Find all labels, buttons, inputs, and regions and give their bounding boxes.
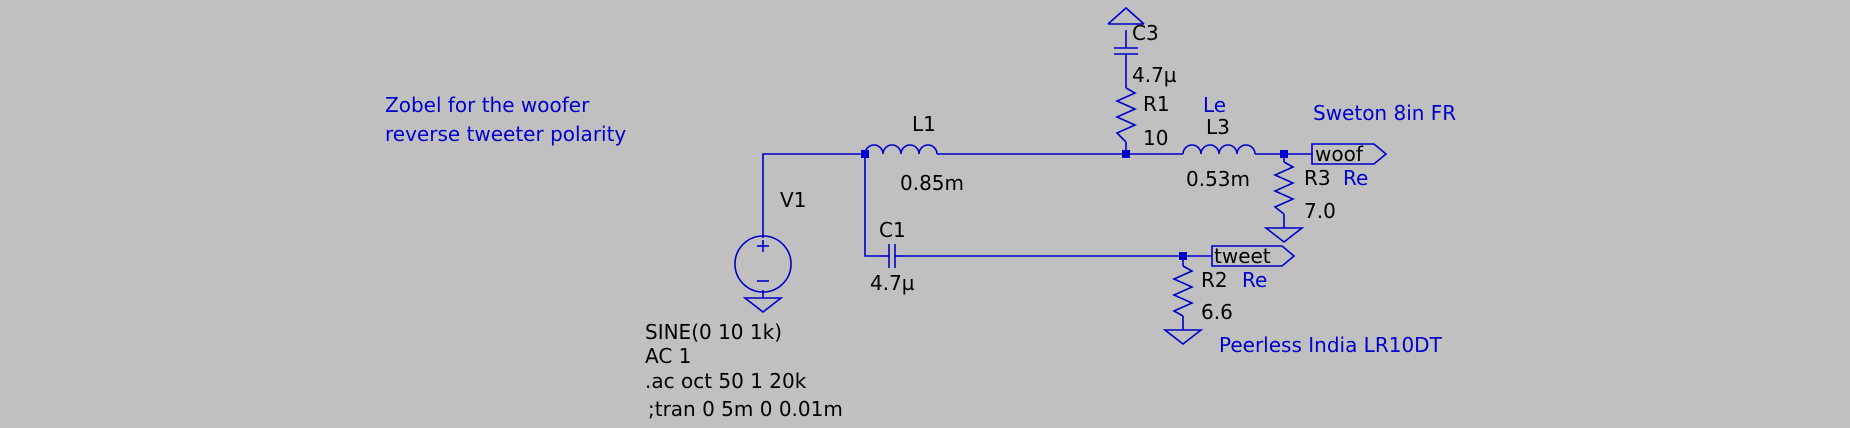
- ground-c3: [1107, 6, 1145, 25]
- comment-zobel: Zobel for the woofer: [385, 93, 590, 117]
- r3-value: 7.0: [1304, 199, 1336, 223]
- r1-value: 10: [1143, 126, 1168, 150]
- capacitor-c3[interactable]: [1114, 30, 1138, 58]
- directive-sine: SINE(0 10 1k): [645, 320, 782, 344]
- l1-value: 0.85m: [900, 171, 964, 195]
- ground-r3-icon: [1263, 227, 1305, 244]
- v1-circle: [734, 235, 792, 293]
- flag-tweet-text: tweet: [1214, 244, 1271, 268]
- flag-tweet[interactable]: tweet: [1211, 244, 1296, 268]
- ground-c3-arrow-icon: [1107, 6, 1145, 25]
- r3-name: R3: [1304, 166, 1331, 190]
- junction-r2: [1179, 252, 1187, 260]
- c1-name: C1: [879, 218, 906, 242]
- inductor-l3[interactable]: [1182, 144, 1256, 155]
- inductor-l3-coil: [1182, 144, 1256, 155]
- r1-name: R1: [1143, 92, 1170, 116]
- ground-v1-icon: [742, 297, 784, 314]
- capacitor-c1[interactable]: [883, 244, 901, 268]
- l1-name: L1: [912, 112, 936, 136]
- resistor-r2[interactable]: [1172, 265, 1194, 317]
- r2-name: R2: [1201, 268, 1228, 292]
- ground-v1: [742, 297, 784, 314]
- inductor-l1-coil: [864, 144, 938, 155]
- r3-zigzag: [1273, 161, 1295, 215]
- directive-ac-analysis[interactable]: .ac oct 50 1 20k: [645, 369, 807, 393]
- resistor-r3[interactable]: [1273, 161, 1295, 215]
- driver-woofer-label: Sweton 8in FR: [1313, 101, 1456, 125]
- junction-r3: [1280, 150, 1288, 158]
- voltage-source-v1[interactable]: [734, 235, 792, 293]
- comment-polarity: reverse tweeter polarity: [385, 122, 626, 146]
- c3-value: 4.7µ: [1132, 63, 1177, 87]
- flag-tweet-shape: [1211, 245, 1296, 267]
- r2-value: 6.6: [1201, 300, 1233, 324]
- l3-label: Le: [1203, 93, 1226, 117]
- r1-zigzag: [1115, 87, 1137, 143]
- r2-label: Re: [1242, 268, 1267, 292]
- directive-tran[interactable]: ;tran 0 5m 0 0.01m: [648, 397, 843, 421]
- ground-r3: [1263, 227, 1305, 244]
- flag-woof[interactable]: woof: [1311, 142, 1388, 166]
- directive-ac: AC 1: [645, 344, 691, 368]
- ground-r2-icon: [1162, 329, 1204, 346]
- flag-woof-text: woof: [1315, 142, 1364, 166]
- c1-value: 4.7µ: [870, 271, 915, 295]
- r2-zigzag: [1172, 265, 1194, 317]
- ground-r2: [1162, 329, 1204, 346]
- c3-name: C3: [1132, 21, 1159, 45]
- driver-tweeter-label: Peerless India LR10DT: [1219, 333, 1443, 357]
- r3-label: Re: [1343, 166, 1368, 190]
- resistor-r1[interactable]: [1115, 87, 1137, 143]
- l3-value: 0.53m: [1186, 167, 1250, 191]
- v1-name: V1: [780, 188, 806, 212]
- wire-node-to-c1[interactable]: [864, 154, 883, 257]
- junction-r1: [1122, 150, 1130, 158]
- wire-v1-to-l1[interactable]: [762, 153, 865, 238]
- wires: [762, 58, 1312, 330]
- flag-woof-shape: [1311, 143, 1388, 165]
- inductor-l1[interactable]: [864, 144, 938, 155]
- l3-name: L3: [1206, 115, 1230, 139]
